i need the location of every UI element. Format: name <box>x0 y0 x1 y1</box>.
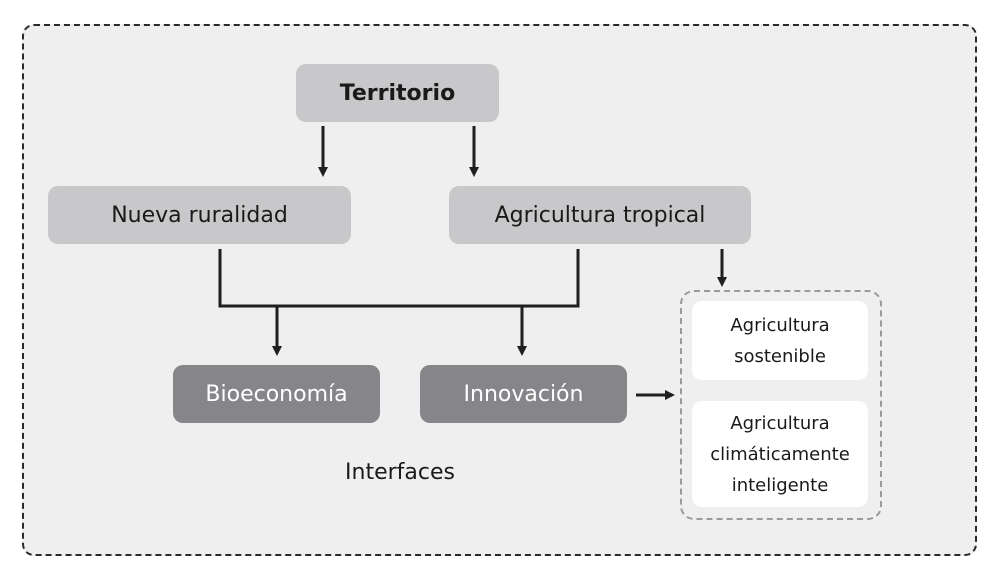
territorio-node: Territorio <box>296 64 499 122</box>
outcome-climaticamente-inteligente: Agricultura climáticamente inteligente <box>692 401 868 507</box>
outcomes-group <box>680 290 882 520</box>
nueva-ruralidad-node: Nueva ruralidad <box>48 186 351 244</box>
outcome-sostenible: Agricultura sostenible <box>692 301 868 380</box>
bioeconomia-node: Bioeconomía <box>173 365 380 423</box>
innovacion-node: Innovación <box>420 365 627 423</box>
agricultura-tropical-node: Agricultura tropical <box>449 186 751 244</box>
interfaces-caption: Interfaces <box>345 460 455 485</box>
merge-line <box>218 249 580 308</box>
